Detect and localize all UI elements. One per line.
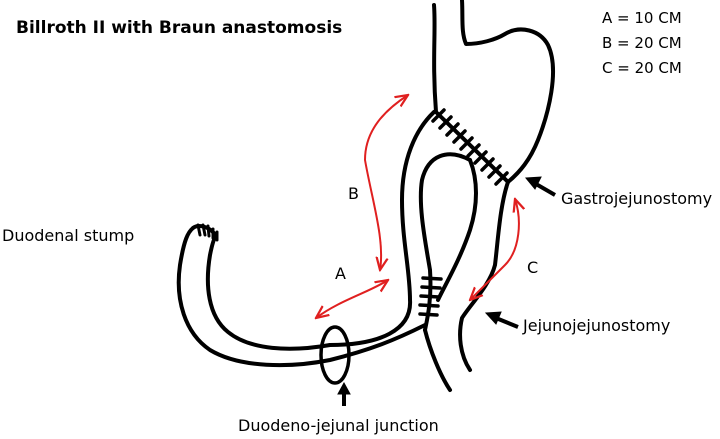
jejunojejunostomy-pointer bbox=[484, 311, 519, 329]
legend-item-c: C = 20 CM bbox=[602, 59, 682, 77]
duodenal-stump-sutures bbox=[196, 223, 219, 242]
duodenum bbox=[176, 224, 427, 368]
segment-a-arrow bbox=[316, 280, 388, 318]
legend-item-b: B = 20 CM bbox=[602, 34, 682, 52]
jejunojejunostomy-sutures bbox=[418, 276, 443, 317]
measurement-arrows bbox=[316, 95, 519, 318]
legend-item-a: A = 10 CM bbox=[602, 9, 682, 27]
jejunojejunostomy-label: Jejunojejunostomy bbox=[523, 316, 671, 335]
duodeno-jejunal-junction-label: Duodeno-jejunal junction bbox=[238, 416, 439, 435]
gastrojejunostomy-label: Gastrojejunostomy bbox=[561, 189, 713, 208]
stomach-remnant bbox=[432, 0, 555, 184]
junction-pointer bbox=[337, 381, 351, 406]
ligament-of-treitz-ring bbox=[319, 325, 351, 385]
duodenal-stump-label: Duodenal stump bbox=[2, 226, 135, 245]
segment-label-a: A bbox=[335, 264, 346, 283]
segment-b-arrow bbox=[363, 95, 408, 270]
segment-c-arrow bbox=[470, 199, 519, 300]
pointer-arrows bbox=[337, 176, 557, 406]
gastrojejunostomy-sutures bbox=[431, 108, 510, 186]
diagram-title: Billroth II with Braun anastomosis bbox=[16, 18, 343, 38]
gastrojejunostomy-pointer bbox=[524, 176, 557, 197]
segment-label-b: B bbox=[348, 184, 359, 203]
segment-label-c: C bbox=[527, 258, 539, 277]
